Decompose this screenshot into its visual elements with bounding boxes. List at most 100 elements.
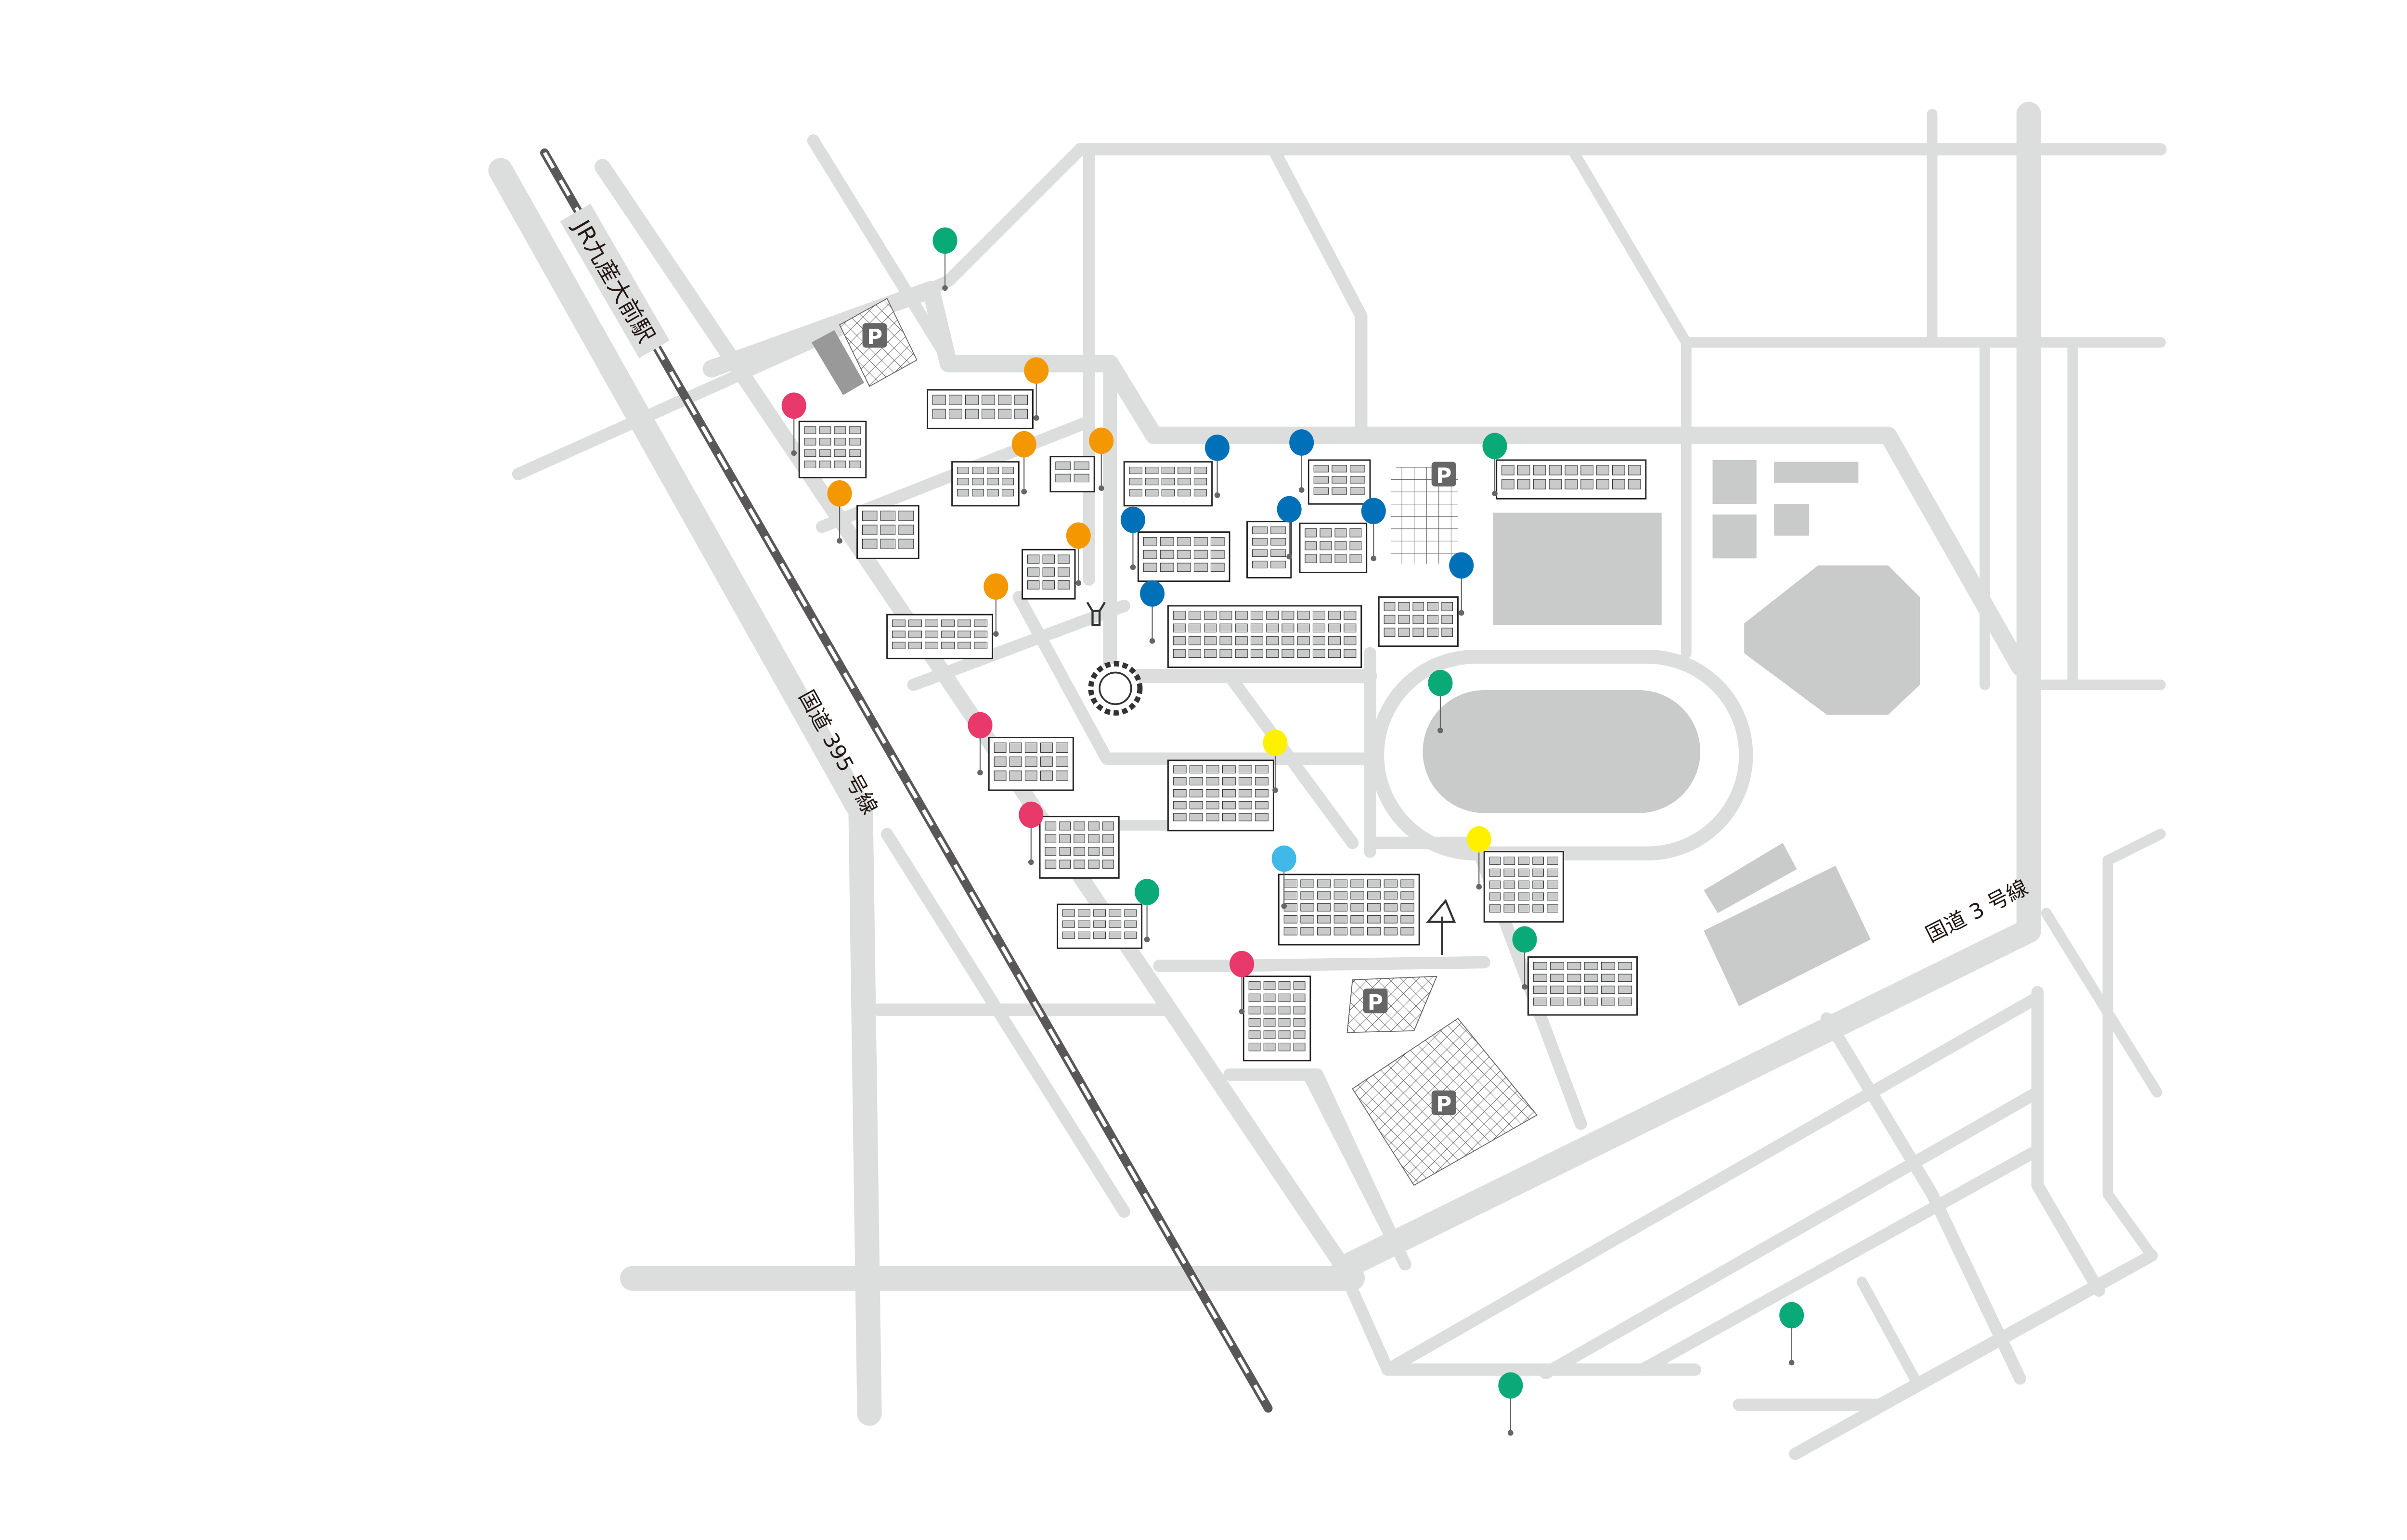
map-pin-orange[interactable] [1066,522,1091,586]
map-pin-blue[interactable] [1361,498,1386,562]
pin-base-dot [942,285,948,291]
road [807,134,955,366]
roads [488,102,2167,1460]
pin-head-icon [1466,826,1491,853]
map-pin-blue[interactable] [1120,506,1145,570]
building-icon [1137,531,1230,582]
map-pin-pink[interactable] [968,712,993,776]
map-pin-blue[interactable] [1277,496,1302,560]
pin-head-icon [932,227,958,254]
pin-base-dot [1075,580,1082,586]
facility-building [1712,514,1757,559]
map-pin-orange[interactable] [1011,431,1036,495]
map-pin-pink[interactable] [1229,950,1255,1014]
pin-head-icon [1271,845,1296,872]
building-icon [1307,459,1371,505]
map-pin-green[interactable] [1482,433,1507,497]
map-pin-pink[interactable] [781,392,806,456]
building-icon [856,505,919,559]
facility-building [1774,504,1810,536]
map-pin-orange[interactable] [1089,427,1114,491]
map-pin-orange[interactable] [984,573,1009,637]
landmarks [1086,602,1456,955]
map-pin-blue[interactable] [1449,552,1474,616]
map-pin-orange[interactable] [1024,357,1049,421]
pin-base-dot [1239,1008,1245,1014]
map-pin-yellow[interactable] [1466,826,1491,890]
pin-base-dot [837,538,842,544]
jr-railway [540,148,1273,1413]
pin-head-icon [1089,427,1114,454]
map-pin-green[interactable] [932,227,958,291]
pin-head-icon [1011,431,1036,458]
pin-base-dot [1149,638,1155,644]
road [2102,829,2166,866]
route-395-label: 国道 395 号線 [794,686,882,819]
pin-base-dot [1130,564,1136,570]
sports-facilities [1423,460,1920,1006]
road [1540,1086,2044,1380]
map-pin-green[interactable] [1779,1302,1804,1366]
road [907,600,1130,691]
pin-base-dot [1098,485,1104,491]
parking-lot: P [1391,462,1458,564]
parking-lot: P [1346,975,1438,1033]
pin-base-dot [1286,553,1292,560]
map-pin-green[interactable] [1498,1372,1523,1436]
pin-base-dot [1492,490,1498,497]
road [1636,1144,2044,1376]
baseball-stadium [1744,565,1920,715]
parking-lot: P [1352,1018,1538,1186]
pin-base-dot [1214,492,1220,498]
map-pin-green[interactable] [1135,879,1160,942]
map-pin-blue[interactable] [1140,580,1165,644]
athletic-field [1423,690,1700,813]
map-pin-blue[interactable] [1205,435,1230,498]
pin-head-icon [1024,357,1049,384]
building-icon [1378,596,1459,647]
parking-icon: P [1431,1090,1456,1117]
facility-building [1704,843,1797,913]
parking-label: P [867,325,882,349]
pin-head-icon [1019,801,1044,828]
parking-lot: P [811,298,918,395]
pin-base-dot [1371,555,1377,562]
road [1302,1068,1411,1270]
map-pin-orange[interactable] [827,480,852,544]
parking-icon: P [862,323,887,349]
building-icon [1123,461,1213,507]
road [1267,143,1368,442]
building-icon [1299,522,1368,573]
pin-head-icon [1140,580,1165,607]
map-pin-green[interactable] [1512,926,1537,990]
building-icon [1483,851,1564,923]
parking-lots: P P P P [811,298,1538,1186]
pin-head-icon [1449,552,1474,579]
road [1566,144,2166,348]
building-icon [1039,816,1120,879]
building-icon [988,737,1074,791]
building-icon [1057,903,1143,949]
building-icon [927,389,1034,429]
pin-head-icon [781,392,806,419]
pin-base-dot [1281,903,1287,909]
pin-base-dot [1298,487,1305,493]
road [1381,991,2044,1376]
pin-head-icon [1428,670,1453,696]
pin-base-dot [1437,728,1443,733]
road [1346,1284,1701,1376]
map-pin-yellow[interactable] [1263,730,1288,793]
building-icon [1496,459,1647,500]
parking-icon: P [1431,462,1456,488]
pin-head-icon [1066,522,1091,549]
map-pin-lightblue[interactable] [1271,845,1296,909]
road [1331,918,2041,1280]
pin-base-dot [1028,859,1034,865]
map-pin-blue[interactable] [1289,429,1314,493]
pin-base-dot [1272,787,1278,793]
map-pin-pink[interactable] [1019,801,1044,865]
map-pin-green[interactable] [1428,670,1453,733]
pin-base-dot [1144,937,1150,942]
pin-head-icon [1512,926,1537,953]
